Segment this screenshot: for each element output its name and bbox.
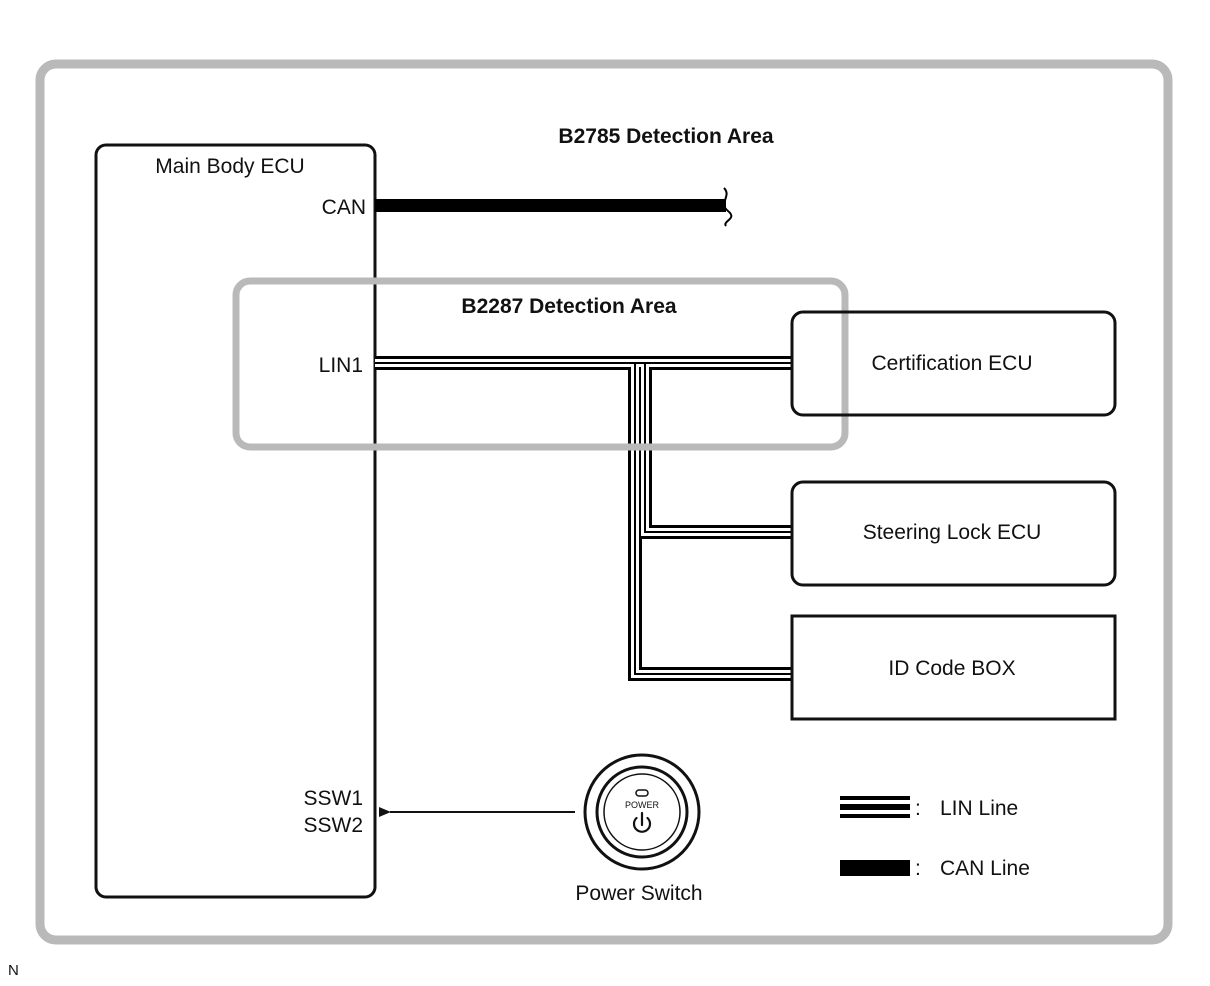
legend: : LIN Line : CAN Line <box>840 796 1030 880</box>
can-line <box>375 199 726 212</box>
lin-bus-gaps <box>375 359 792 678</box>
certification-ecu-box <box>790 310 1117 417</box>
can-line-break-mark <box>723 187 733 227</box>
steering-lock-ecu-box <box>790 480 1117 587</box>
lin-bus-network <box>375 356 792 681</box>
main-body-ecu-box <box>94 143 377 899</box>
lin1-pin-label: LIN1 <box>319 354 363 377</box>
ssw1-pin-label: SSW1 <box>303 787 363 810</box>
id-code-box-label: ID Code BOX <box>888 657 1015 680</box>
legend-lin-separator: : <box>915 797 921 820</box>
corner-mark: N <box>8 962 19 979</box>
power-switch: POWER <box>583 753 701 871</box>
certification-ecu-label: Certification ECU <box>871 352 1032 375</box>
main-body-ecu-title: Main Body ECU <box>155 155 304 178</box>
power-symbol-icon <box>632 816 652 833</box>
can-pin-label: CAN <box>322 196 366 219</box>
legend-can-label: CAN Line <box>940 857 1030 880</box>
power-indicator-icon <box>635 789 649 797</box>
legend-can-symbol <box>840 860 910 876</box>
ssw2-pin-label: SSW2 <box>303 814 363 837</box>
id-code-box <box>790 614 1117 721</box>
lin-bus-core <box>375 356 792 681</box>
b2287-detection-area-label: B2287 Detection Area <box>461 295 676 318</box>
power-switch-label: Power Switch <box>575 882 702 905</box>
b2785-detection-area-border <box>35 59 1173 945</box>
power-button-text: POWER <box>625 800 660 810</box>
b2287-detection-area-border <box>232 277 849 451</box>
legend-lin-label: LIN Line <box>940 797 1018 820</box>
legend-lin-symbol <box>840 796 910 818</box>
steering-lock-ecu-label: Steering Lock ECU <box>863 521 1042 544</box>
b2785-detection-area-label: B2785 Detection Area <box>558 125 773 148</box>
legend-can-separator: : <box>915 857 921 880</box>
lin-bus-centerlines <box>375 362 792 675</box>
